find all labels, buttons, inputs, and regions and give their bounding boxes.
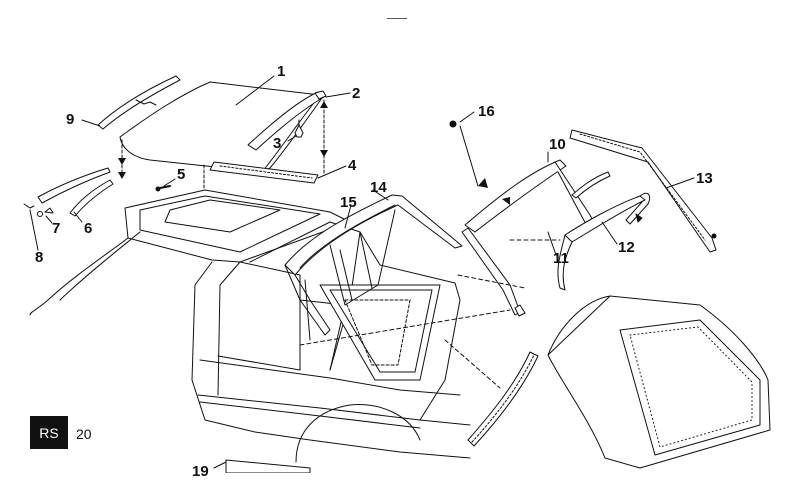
left-pillar-trim (23, 167, 114, 217)
section-badge: RS (30, 416, 68, 449)
callout-19: 19 (192, 463, 209, 480)
rear-roll-frame (284, 194, 463, 336)
screw (155, 185, 171, 192)
callout-4: 4 (348, 157, 357, 174)
rear-window-frame (461, 159, 611, 317)
leader-lines (299, 239, 561, 389)
stud (449, 120, 510, 205)
callout-3: 3 (273, 135, 282, 152)
roof-header-bow (209, 161, 319, 184)
roof-clip (294, 119, 304, 138)
callout-16: 16 (478, 103, 495, 120)
callout-11: 11 (553, 250, 569, 267)
arrow-heads (118, 101, 328, 179)
callout-9: 9 (66, 111, 75, 128)
body-shell (29, 189, 471, 463)
header-divider (387, 18, 407, 19)
callout-10: 10 (549, 136, 566, 153)
assembly-arrows (121, 99, 325, 189)
callout-15: 15 (340, 194, 357, 211)
roof-side-rail (569, 129, 717, 253)
callout-12: 12 (618, 239, 635, 256)
hardtop-shell (547, 295, 771, 469)
callout-13: 13 (696, 170, 713, 187)
left-drip-molding (97, 75, 181, 130)
callout-8: 8 (35, 249, 44, 266)
hatch-seal (467, 351, 539, 447)
callout-5: 5 (177, 166, 186, 183)
callout-leaders (29, 75, 695, 469)
callout-6: 6 (84, 220, 93, 237)
page-number: 20 (76, 426, 92, 442)
right-quarter-trim (557, 192, 651, 291)
callout-14: 14 (370, 179, 387, 196)
rocker-sill (225, 459, 311, 473)
callout-2: 2 (352, 85, 361, 102)
right-drip-molding (247, 90, 327, 151)
callout-7: 7 (52, 220, 61, 237)
callout-1: 1 (277, 63, 286, 80)
